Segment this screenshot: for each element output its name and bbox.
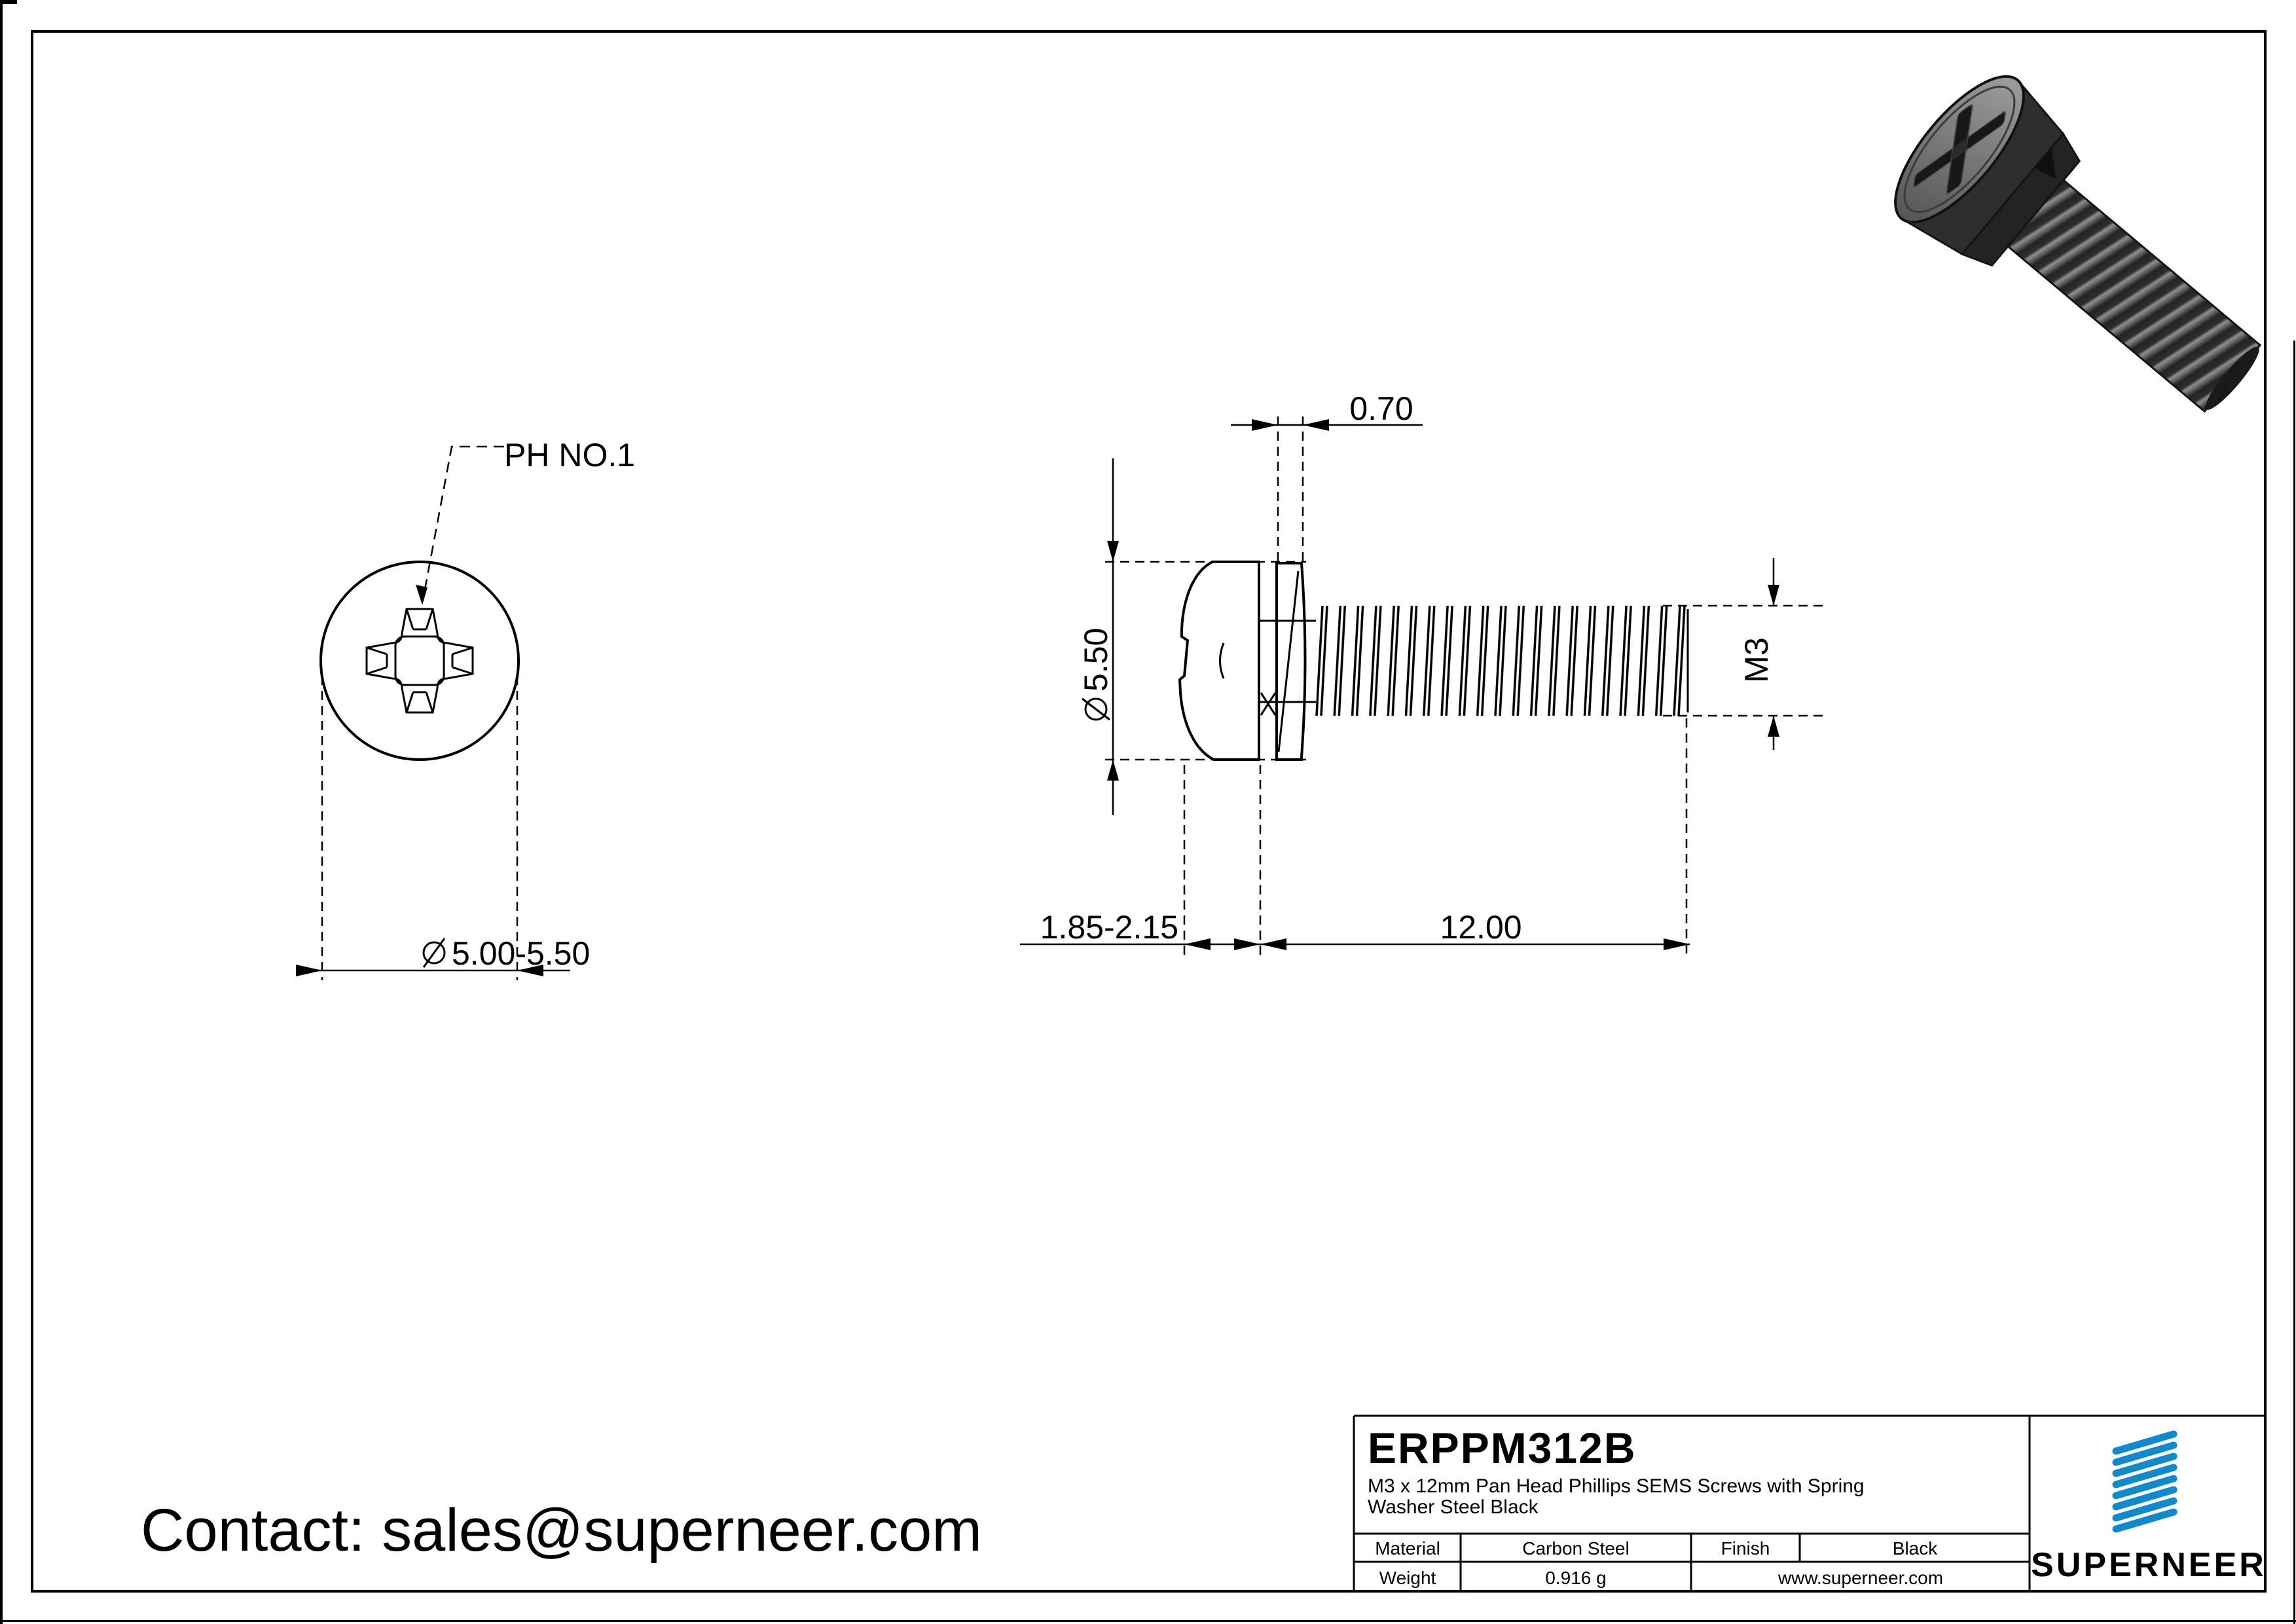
brand-logo-stripes xyxy=(2112,1430,2178,1533)
brand-name: SUPERNEER xyxy=(2031,1546,2267,1584)
head-height-value: 1.85-2.15 xyxy=(1040,909,1178,946)
material-value: Carbon Steel xyxy=(1522,1538,1629,1559)
finish-value: Black xyxy=(1893,1538,1938,1559)
phillips-recess-3d xyxy=(1912,104,2007,194)
phillips-cross-icon xyxy=(365,608,474,714)
head-extension-lines xyxy=(1105,561,1306,761)
thread-length-value: 12.00 xyxy=(1440,909,1522,946)
diameter-symbol xyxy=(422,938,446,968)
title-block: ERPPM312B M3 x 12mm Pan Head Phillips SE… xyxy=(1353,1414,2267,1591)
material-label: Material xyxy=(1375,1538,1440,1559)
description-line2: Washer Steel Black xyxy=(1368,1496,1539,1518)
head-diameter-value: 5.50 xyxy=(1078,628,1114,692)
spring-washer xyxy=(1275,562,1307,761)
front-view: PH NO.1 5.00-5.50 xyxy=(296,437,635,980)
threaded-shaft xyxy=(1315,606,1690,716)
washer-thickness-value: 0.70 xyxy=(1349,390,1413,427)
head-diameter-dimension: 5.50 xyxy=(1078,458,1119,815)
front-diameter-value: 5.00-5.50 xyxy=(452,935,590,972)
website-link[interactable]: www.superneer.com xyxy=(1777,1568,1943,1588)
length-dimensions: 1.85-2.15 12.00 xyxy=(1020,718,1690,956)
contact-line: Contact: sales@superneer.com xyxy=(141,1497,982,1564)
diameter-symbol xyxy=(1082,697,1110,721)
screw-3d-image xyxy=(1894,75,2262,413)
washer-thickness-dimension: 0.70 xyxy=(1231,390,1423,562)
description-line1: M3 x 12mm Pan Head Phillips SEMS Screws … xyxy=(1368,1475,1865,1497)
thread-spec-value: M3 xyxy=(1738,637,1775,682)
weight-value: 0.916 g xyxy=(1545,1568,1606,1588)
ph-callout-label: PH NO.1 xyxy=(504,437,635,473)
side-view: 5.50 0.70 M3 1.85-2.15 xyxy=(1020,390,1827,956)
part-number: ERPPM312B xyxy=(1368,1424,1637,1472)
head-profile xyxy=(1178,561,1260,761)
ph-callout-leader xyxy=(416,445,504,605)
page-border xyxy=(31,30,2267,1593)
recess-depth-line xyxy=(1219,642,1225,679)
washer-split-cross xyxy=(1260,692,1277,716)
thread-spec-dimension: M3 xyxy=(1663,558,1827,750)
finish-label: Finish xyxy=(1721,1538,1770,1559)
front-diameter-dimension: 5.00-5.50 xyxy=(296,676,590,980)
screw-head-outline xyxy=(319,561,520,761)
weight-label: Weight xyxy=(1379,1568,1436,1588)
